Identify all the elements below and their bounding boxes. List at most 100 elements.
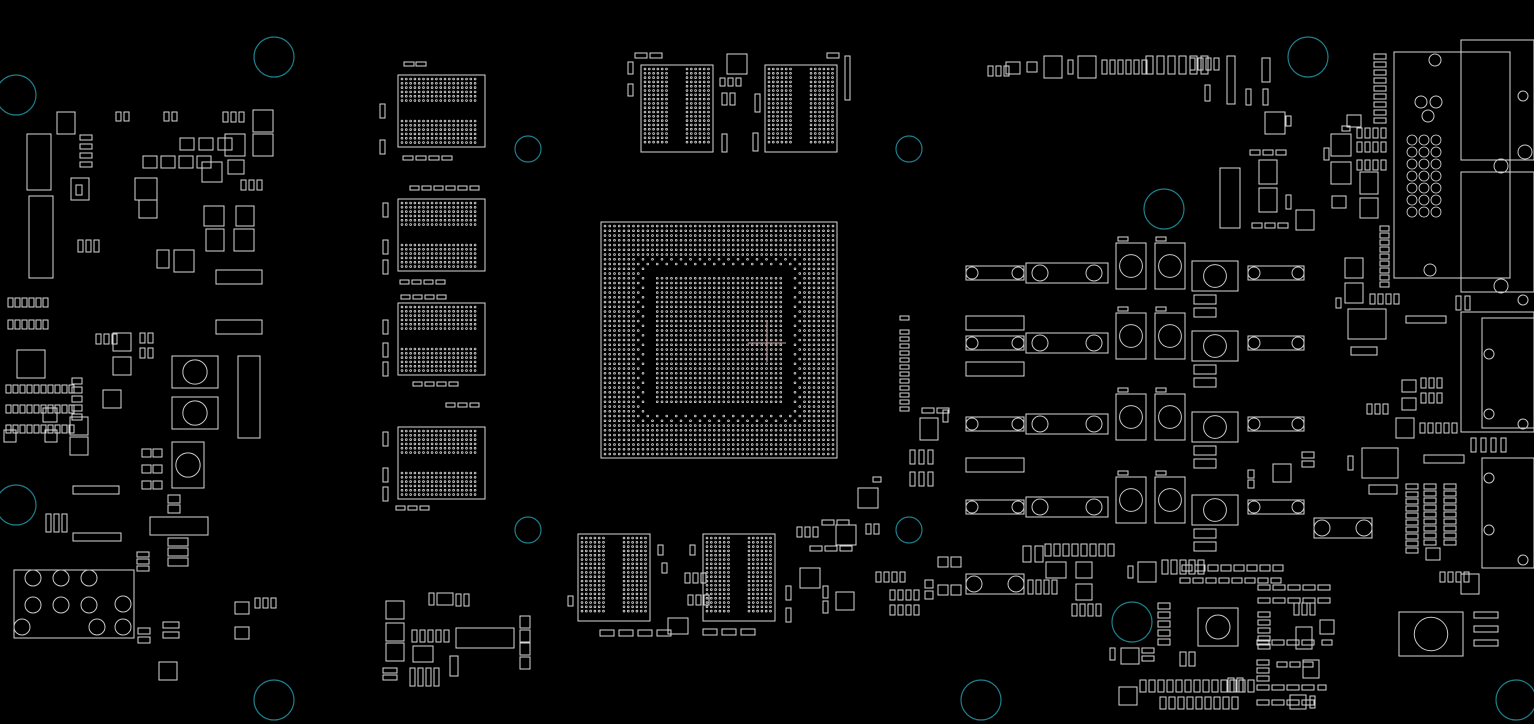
ball-pad: [831, 305, 835, 309]
ball-pad: [443, 347, 447, 351]
ball-pad: [751, 571, 755, 574]
ball-pad: [736, 319, 740, 323]
smd-part: [1302, 661, 1314, 668]
ball-pad: [731, 381, 735, 385]
smd-part: [469, 185, 480, 191]
ball-pad: [769, 319, 773, 323]
ball-pad: [670, 338, 673, 342]
ball-pad: [693, 281, 697, 285]
ball-pad: [460, 364, 464, 368]
mounting-hole: [514, 135, 542, 163]
smd-part: [899, 571, 906, 583]
ball-pad: [793, 276, 797, 280]
ball-pad: [807, 438, 811, 442]
ball-pad: [409, 314, 412, 317]
ball-pad: [589, 558, 592, 561]
ball-pad: [426, 82, 430, 85]
ball-pad: [746, 333, 749, 337]
ball-pad: [443, 488, 447, 492]
ball-pad: [689, 106, 693, 109]
ball-pad: [780, 80, 784, 84]
smd-part: [428, 155, 440, 161]
mounting-hole: [895, 516, 923, 544]
ball-pad: [789, 89, 792, 92]
ball-pad: [417, 488, 421, 492]
ball-pad: [465, 223, 468, 226]
ball-pad: [617, 300, 621, 304]
ball-pad: [684, 229, 688, 233]
ball-pad: [660, 67, 664, 71]
ball-pad: [784, 72, 788, 75]
pad-circle: [1493, 278, 1509, 294]
ball-pad: [443, 446, 447, 450]
ball-pad: [632, 390, 635, 394]
ball-pad: [443, 206, 447, 209]
ball-pad: [717, 319, 721, 323]
ball-pad: [803, 348, 806, 351]
ball-pad: [760, 592, 764, 596]
ball-pad: [473, 322, 477, 326]
ball-pad: [626, 571, 630, 574]
ball-pad: [613, 286, 616, 290]
ball-pad: [741, 343, 745, 347]
ball-pad: [622, 575, 626, 578]
smd-part: [987, 65, 994, 77]
ball-pad: [580, 583, 584, 587]
ball-pad: [751, 575, 755, 578]
ball-pad: [622, 324, 626, 328]
memory-chip-outline: [397, 426, 486, 500]
ball-pad: [750, 310, 754, 313]
ball-pad: [722, 338, 726, 342]
ball-pad: [627, 409, 631, 413]
ball-pad: [613, 447, 616, 451]
ball-pad: [641, 234, 645, 237]
ball-pad: [439, 322, 443, 326]
ball-pad: [603, 314, 607, 318]
ball-pad: [722, 329, 726, 332]
ball-pad: [736, 291, 740, 294]
ball-pad: [413, 210, 417, 213]
ball-pad: [627, 314, 631, 318]
ball-pad: [422, 82, 425, 85]
ball-pad: [693, 443, 697, 446]
ball-pad: [413, 90, 417, 94]
ball-pad: [665, 291, 669, 294]
ball-pad: [430, 471, 434, 475]
ball-pad: [413, 488, 417, 492]
ball-pad: [769, 371, 773, 375]
gpu-bga-package[interactable]: [600, 221, 838, 459]
ball-pad: [647, 67, 651, 71]
ball-pad: [760, 414, 764, 418]
ball-pad: [643, 72, 647, 75]
ball-pad: [741, 314, 745, 318]
ball-pad: [452, 86, 455, 89]
ball-pad: [760, 367, 764, 370]
memory-chip-packages[interactable]: [397, 64, 838, 622]
ball-pad: [703, 348, 707, 351]
ball-pad: [822, 115, 826, 118]
ball-pad: [656, 115, 660, 118]
ball-pad: [660, 286, 664, 290]
ball-pad: [812, 224, 816, 228]
ball-pad: [622, 238, 626, 242]
ball-pad: [400, 210, 404, 213]
smd-part: [42, 297, 49, 308]
ball-pad: [400, 364, 404, 368]
ball-pad: [636, 367, 640, 370]
ball-pad: [679, 248, 683, 252]
component-outline: [1045, 561, 1067, 579]
smd-part: [1473, 639, 1499, 647]
ball-pad: [769, 579, 772, 583]
ball-pad: [826, 443, 830, 446]
ball-pad: [831, 433, 835, 437]
ball-pad: [409, 99, 412, 102]
ball-pad: [608, 253, 612, 256]
ball-pad: [439, 493, 443, 496]
ball-pad: [674, 324, 678, 328]
ball-pad: [443, 309, 447, 313]
ball-pad: [409, 360, 412, 364]
ball-pad: [422, 475, 425, 479]
ball-pad: [750, 400, 754, 404]
ball-pad: [665, 140, 668, 144]
